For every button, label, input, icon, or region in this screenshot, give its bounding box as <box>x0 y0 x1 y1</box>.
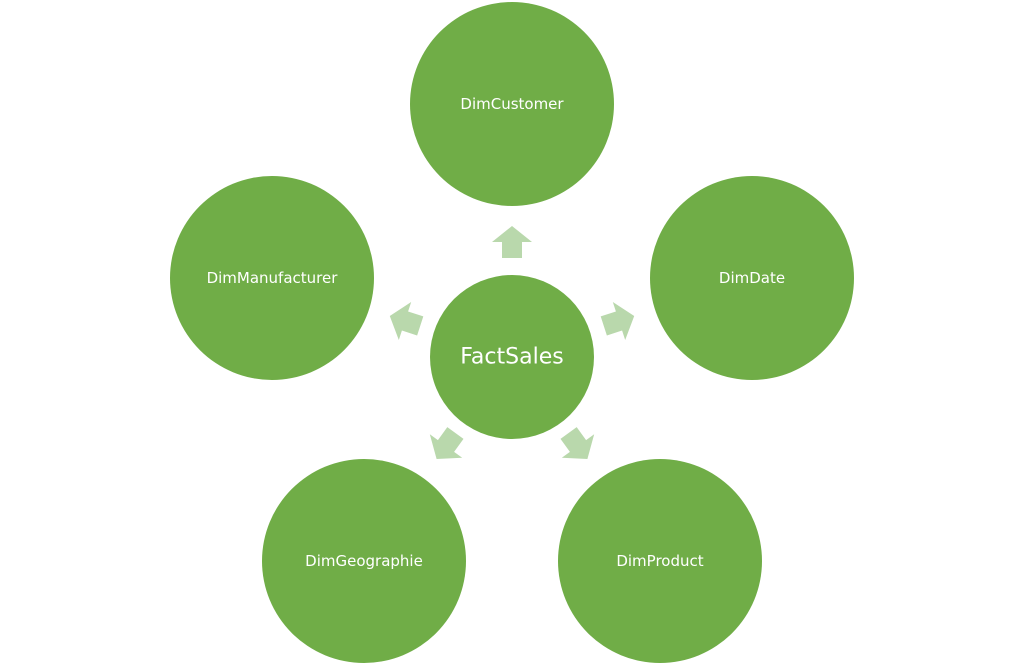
node-dimcustomer-label: DimCustomer <box>460 95 564 113</box>
arrow-to-dimdate <box>600 301 635 341</box>
node-dimgeographie: DimGeographie <box>262 459 466 663</box>
node-dimmanufacturer-circle <box>170 176 374 380</box>
node-dimproduct: DimProduct <box>558 459 762 663</box>
node-factsales-circle <box>430 275 594 439</box>
node-dimgeographie-label: DimGeographie <box>305 552 423 570</box>
node-dimcustomer-circle <box>410 2 614 206</box>
node-dimdate-circle <box>650 176 854 380</box>
node-dimcustomer: DimCustomer <box>410 2 614 206</box>
node-factsales: FactSales <box>430 275 594 439</box>
arrow-to-dimproduct <box>560 427 595 459</box>
node-dimmanufacturer: DimManufacturer <box>170 176 374 380</box>
arrow-to-dimmanufacturer <box>389 301 424 341</box>
node-factsales-label: FactSales <box>460 345 563 370</box>
node-dimdate: DimDate <box>650 176 854 380</box>
arrows-group <box>389 226 635 459</box>
node-dimproduct-circle <box>558 459 762 663</box>
arrow-to-dimgeographie <box>429 427 464 459</box>
node-dimdate-label: DimDate <box>719 269 785 287</box>
node-dimmanufacturer-label: DimManufacturer <box>207 269 339 287</box>
node-dimgeographie-circle <box>262 459 466 663</box>
node-dimproduct-label: DimProduct <box>616 552 703 570</box>
arrow-to-dimcustomer <box>492 226 532 258</box>
